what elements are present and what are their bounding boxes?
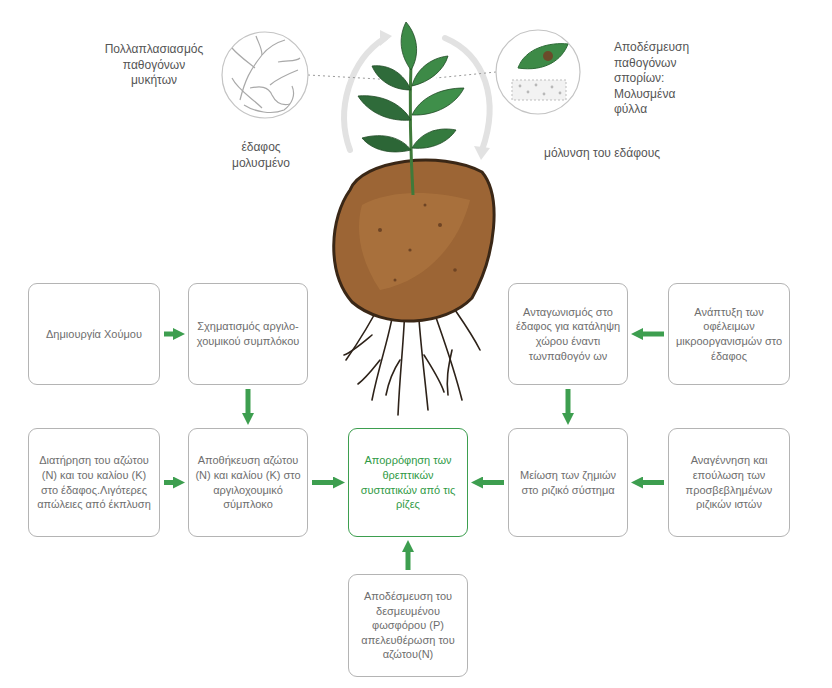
annotation-label: μόλυνση του εδάφους: [522, 146, 682, 162]
connectors: [164, 334, 664, 570]
box-text: Δημιουργία Χούμου: [46, 327, 142, 342]
fungi-inset: [222, 32, 308, 118]
process-box: Αποδέσμευση του δεσμευμένου φωσφόρου (P)…: [348, 574, 468, 677]
process-box: Αναγέννηση και επούλωση των προσβεβλημέν…: [668, 428, 790, 537]
box-text: Διατήρηση του αζώτου (N) και του καλίου …: [35, 453, 153, 511]
process-box: Μείωση των ζημιών στο ριζικό σύστημα: [508, 428, 628, 537]
soil-texture: [378, 204, 457, 282]
flow-arrow: [483, 480, 504, 485]
box-text: Σχηματισμός αργιλο-χουμικού συμπλόκου: [195, 319, 301, 348]
process-box: Σχηματισμός αργιλο-χουμικού συμπλόκου: [188, 283, 308, 385]
flow-arrow: [164, 480, 173, 485]
flow-arrow: [164, 332, 173, 337]
box-text: Μείωση των ζημιών στο ριζικό σύστημα: [515, 468, 621, 497]
cycle-arrow-head: [474, 146, 490, 160]
annotation-label: έδαφος μολυσμένο: [222, 140, 300, 171]
box-text: Ανάπτυξη των οφέλειμων μικροοργανισμών σ…: [675, 305, 783, 363]
box-text: Αναγέννηση και επούλωση των προσβεβλημέν…: [675, 453, 783, 511]
flow-arrow: [312, 480, 333, 485]
cycle-arrow: [344, 38, 385, 150]
process-box: Δημιουργία Χούμου: [28, 283, 160, 385]
process-box: Ανάπτυξη των οφέλειμων μικροοργανισμών σ…: [668, 283, 790, 385]
soil-highlight: [359, 193, 470, 290]
flow-arrow: [406, 552, 411, 570]
process-box: Αποθήκευση αζώτου (N) και καλίου (K) στο…: [188, 428, 308, 537]
infected-leaf: [518, 44, 568, 69]
box-text: Αποθήκευση αζώτου (N) και καλίου (K) στο…: [195, 453, 301, 511]
result-box: Απορρόφηση των θρεπτικών συστατικών από …: [348, 428, 468, 537]
leader-line: [436, 72, 496, 78]
inset-circle: [496, 30, 580, 114]
flow-arrow: [246, 389, 251, 413]
plant-leaves: [358, 22, 464, 152]
box-text: Ανταγωνισμός στο έδαφος για κατάληψη χώρ…: [515, 305, 621, 363]
flow-arrow: [643, 480, 664, 485]
flow-arrow: [643, 332, 664, 337]
box-text: Απορρόφηση των θρεπτικών συστατικών από …: [355, 453, 461, 511]
flow-arrow: [566, 389, 571, 413]
process-box: Ανταγωνισμός στο έδαφος για κατάληψη χώρ…: [508, 283, 628, 385]
cycle-arrow-head: [380, 30, 392, 46]
process-box: Διατήρηση του αζώτου (N) και του καλίου …: [28, 428, 160, 537]
leaf-spot: [543, 51, 553, 61]
plant-stem: [410, 62, 413, 195]
cycle-arrows: [344, 30, 490, 160]
soil-sample: [512, 80, 566, 100]
annotation-label: Πολλαπλασιασμός παθογόνων μυκήτων: [104, 42, 204, 89]
fungal-hyphae: [232, 36, 300, 112]
spores-inset: [496, 30, 580, 114]
spores: [519, 84, 562, 96]
annotation-label: Αποδέσμευση παθογόνων σπορίων: Μολυσμένα…: [614, 40, 702, 118]
inset-circle: [222, 32, 308, 118]
box-text: Αποδέσμευση του δεσμευμένου φωσφόρου (P)…: [355, 589, 461, 662]
